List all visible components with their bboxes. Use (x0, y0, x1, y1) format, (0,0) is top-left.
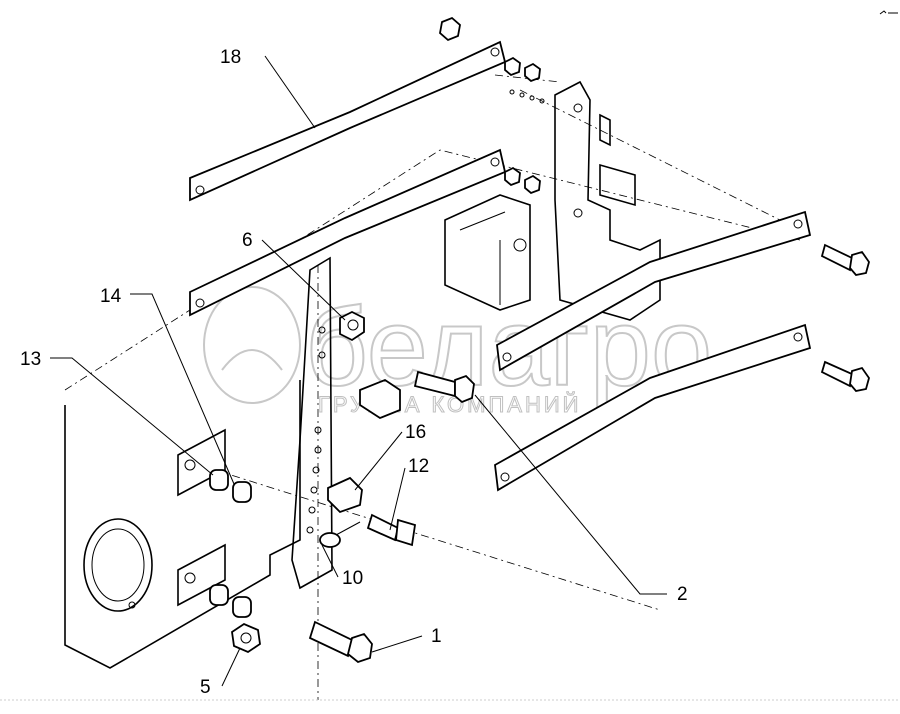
frame-plate (64, 149, 801, 669)
corner-mark-icon (879, 10, 898, 15)
bushings (209, 469, 252, 618)
watermark-tagline: ГРУППА КОМПАНИЙ (318, 392, 582, 417)
leader-lines (50, 55, 667, 687)
callout-2: 2 (677, 584, 688, 605)
callout-12: 12 (408, 456, 429, 477)
bolts-right (820, 243, 870, 392)
nut-5 (231, 622, 261, 654)
bolt-2 (413, 370, 475, 404)
clip-parts (319, 378, 417, 548)
callout-6: 6 (242, 230, 253, 251)
callout-13: 13 (20, 349, 41, 370)
strap-upper-right (496, 210, 812, 372)
right-bracket-assembly (444, 74, 801, 321)
callout-5: 5 (200, 677, 211, 698)
nut-top (439, 16, 541, 195)
nut-6 (339, 310, 365, 342)
callout-16: 16 (405, 422, 426, 443)
strap-lower-right (494, 323, 812, 492)
callout-18: 18 (220, 47, 241, 68)
callout-10: 10 (342, 568, 363, 589)
bolt-1 (308, 620, 373, 664)
callout-1: 1 (431, 626, 442, 647)
callout-14: 14 (100, 286, 122, 307)
